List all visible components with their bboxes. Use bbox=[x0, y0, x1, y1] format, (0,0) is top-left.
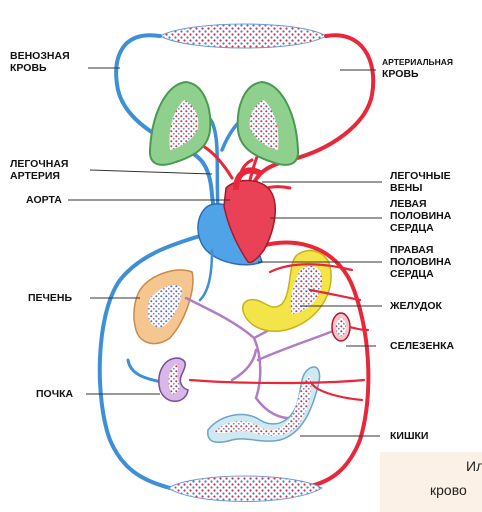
left-heart-label-line3: СЕРДЦА bbox=[390, 222, 451, 234]
pulmonary-artery-label-line2: АРТЕРИЯ bbox=[10, 170, 68, 182]
pulmonary-veins-label-line1: ЛЕГОЧНЫЕ bbox=[390, 170, 451, 182]
kidney-label-text: ПОЧКА bbox=[36, 388, 73, 400]
caption-line2: крово bbox=[430, 482, 467, 498]
kidney bbox=[159, 358, 188, 401]
spleen-label: СЕЛЕЗЕНКА bbox=[390, 340, 454, 352]
spleen bbox=[332, 313, 350, 341]
spleen-label-text: СЕЛЕЗЕНКА bbox=[390, 340, 454, 352]
right-heart-label-line2: ПОЛОВИНА bbox=[390, 256, 451, 268]
kidney-label: ПОЧКА bbox=[36, 388, 73, 400]
arterial-blood-label-line2: КРОВЬ bbox=[382, 68, 453, 80]
left-lung bbox=[150, 82, 210, 165]
arterial-blood-label: АРТЕРИАЛЬНАЯ КРОВЬ bbox=[382, 56, 453, 80]
liver-label-text: ПЕЧЕНЬ bbox=[28, 292, 72, 304]
right-lung bbox=[238, 82, 298, 165]
right-heart-label: ПРАВАЯ ПОЛОВИНА СЕРДЦА bbox=[390, 244, 451, 280]
left-heart-label-line1: ЛЕВАЯ bbox=[390, 198, 451, 210]
intestines-label-text: КИШКИ bbox=[390, 430, 428, 442]
venous-blood-label-line2: КРОВЬ bbox=[10, 62, 70, 74]
aorta-label-text: АОРТА bbox=[26, 194, 62, 206]
intestines-label: КИШКИ bbox=[390, 430, 428, 442]
liver bbox=[134, 270, 193, 344]
caption-box: Ил крово bbox=[380, 452, 482, 512]
left-heart-label: ЛЕВАЯ ПОЛОВИНА СЕРДЦА bbox=[390, 198, 451, 234]
intestines bbox=[208, 367, 320, 442]
pulmonary-artery-label-line1: ЛЕГОЧНАЯ bbox=[10, 158, 68, 170]
lower-body-capillary-bed bbox=[168, 476, 322, 502]
pulmonary-veins-label-line2: ВЕНЫ bbox=[390, 182, 451, 194]
right-heart-label-line1: ПРАВАЯ bbox=[390, 244, 451, 256]
venous-blood-label-line1: ВЕНОЗНАЯ bbox=[10, 50, 70, 62]
stomach-label: ЖЕЛУДОК bbox=[390, 300, 442, 312]
aorta-label: АОРТА bbox=[26, 194, 62, 206]
pulmonary-veins-label: ЛЕГОЧНЫЕ ВЕНЫ bbox=[390, 170, 451, 194]
stomach-label-text: ЖЕЛУДОК bbox=[390, 300, 442, 312]
upper-body-capillary-bed bbox=[160, 24, 326, 48]
venous-blood-label: ВЕНОЗНАЯ КРОВЬ bbox=[10, 50, 70, 74]
right-heart-label-line3: СЕРДЦА bbox=[390, 268, 451, 280]
left-heart-label-line2: ПОЛОВИНА bbox=[390, 210, 451, 222]
liver-label: ПЕЧЕНЬ bbox=[28, 292, 72, 304]
pulmonary-artery-label: ЛЕГОЧНАЯ АРТЕРИЯ bbox=[10, 158, 68, 182]
caption-line1: Ил bbox=[466, 458, 482, 474]
arterial-blood-label-line1: АРТЕРИАЛЬНАЯ bbox=[382, 56, 453, 68]
